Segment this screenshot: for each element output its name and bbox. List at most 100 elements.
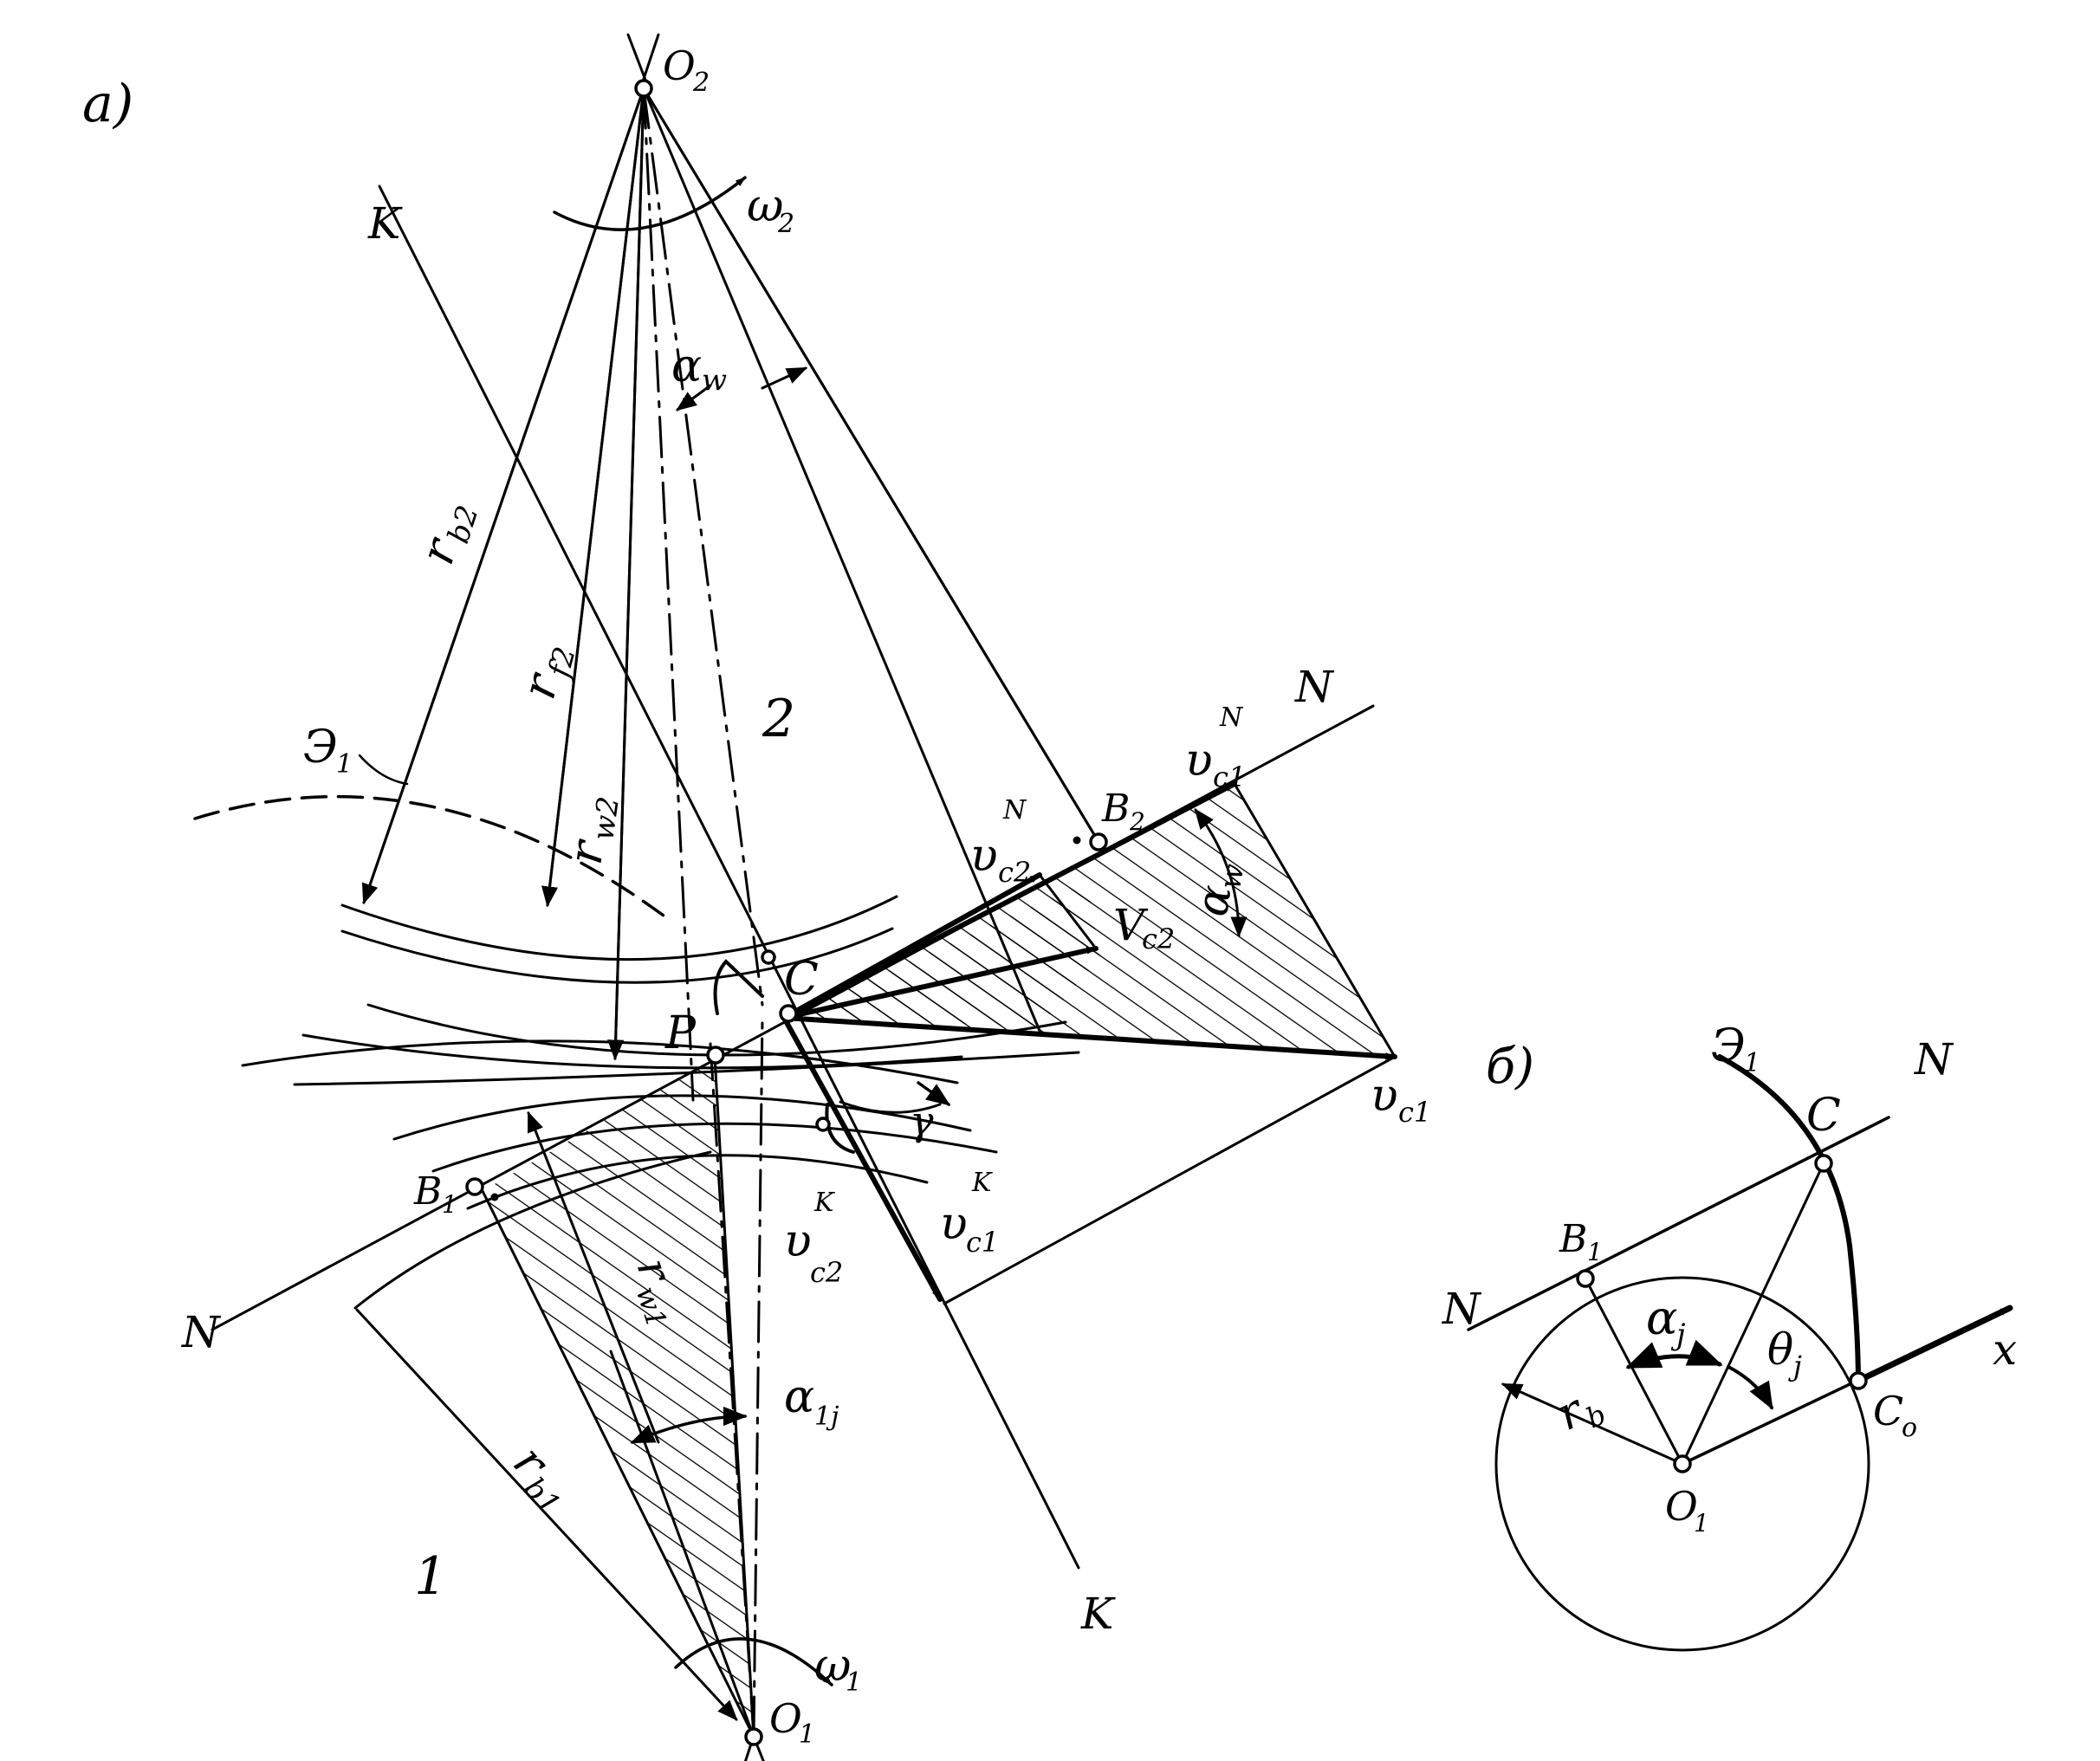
labels-a: а) O 2 O 1 B 1 B 2 C P K K N N ω 2 ω 1 α… [82, 42, 1431, 1750]
label-n-right: N [1294, 662, 1335, 712]
tooth-profile-1 [713, 959, 764, 1015]
label-o2: O [663, 42, 696, 89]
label-e1-b: Э [1711, 1020, 1746, 1072]
point-o1 [744, 1727, 763, 1746]
point-c [779, 1004, 798, 1023]
rb1-dimension [355, 1308, 738, 1721]
panel-a-label: а) [82, 74, 133, 134]
label-c0-b-sub: o [1902, 1413, 1917, 1443]
vc1-projection [943, 1055, 1397, 1305]
panel-b-label: б) [1486, 1039, 1534, 1095]
alpha-w-top-arrow-left [676, 384, 712, 411]
panel-b: б) Э 1 N N C B 1 O 1 C o x α j θ j r b [1442, 1020, 2017, 1652]
alpha-j-arc [1625, 1339, 1723, 1369]
label-omega1: ω [814, 1640, 851, 1692]
point-c-upper [761, 949, 776, 965]
label-o1-b: O [1665, 1483, 1698, 1530]
label-vc2n: υ [970, 830, 998, 882]
tooth-profile-2 [825, 1103, 855, 1154]
point-o2 [634, 79, 653, 98]
label-b1-sub: 1 [442, 1190, 457, 1219]
label-k-top: K [367, 198, 403, 249]
theta-j-arc [1727, 1365, 1773, 1410]
right-angle-dot-b2 [1073, 836, 1081, 845]
label-o1-sub: 1 [799, 1719, 815, 1750]
label-vc1n-sub: c1 [1213, 761, 1246, 793]
involute-e1-b [1717, 1054, 1861, 1387]
point-b1-b [1576, 1269, 1595, 1288]
label-vc1n-sup: N [1219, 702, 1244, 733]
label-b1-b-sub: 1 [1587, 1238, 1603, 1266]
arc-rw2 [366, 1003, 1067, 1057]
label-o1-b-sub: 1 [1694, 1509, 1709, 1538]
label-alpha-w-right-sub: w [1213, 861, 1251, 892]
label-vc2k-sub: c2 [810, 1256, 843, 1289]
label-vc1n: υ [1185, 735, 1213, 787]
point-c-b [1814, 1154, 1833, 1173]
right-angle-dot-b1 [490, 1193, 499, 1201]
o2-top-tick-2 [639, 33, 660, 88]
label-vc1k-sub: c1 [966, 1226, 999, 1259]
omega-1-arc [674, 1637, 833, 1687]
omega-2-arc [553, 176, 747, 231]
rb-arrow [1500, 1382, 1684, 1466]
label-vc2: V [1113, 900, 1149, 950]
label-b2: B [1101, 787, 1130, 831]
arc-gear2-lower [293, 1051, 1080, 1086]
vector-vc2n [781, 872, 1042, 1020]
label-omega2: ω [747, 180, 783, 232]
label-rw2-sub: w2 [586, 794, 626, 843]
radius-o1-c [1681, 1162, 1825, 1466]
arc-rb1 [353, 1150, 712, 1310]
label-alpha-1j: α [784, 1371, 814, 1423]
arc-gear1-1 [241, 1039, 959, 1084]
label-c: C [784, 954, 819, 1006]
vc2-projection [1038, 873, 1098, 950]
point-c-lower [815, 1117, 831, 1132]
involute-e1-dashed [193, 794, 669, 920]
label-omega1-sub: 1 [846, 1667, 862, 1698]
label-alpha-1j-sub: 1j [814, 1402, 839, 1432]
label-vc1k-sup: K [971, 1168, 993, 1198]
label-gear2: 2 [762, 689, 795, 749]
panel-a: а) O 2 O 1 B 1 B 2 C P K K N N ω 2 ω 1 α… [82, 33, 1431, 1761]
point-o1-b [1673, 1454, 1692, 1473]
rf2-arrow [541, 87, 645, 908]
arc-gear1-3 [431, 1122, 998, 1173]
o1-bottom-tick-1 [743, 1739, 754, 1761]
alpha-w-right-arc [1194, 808, 1248, 938]
label-b1: B [413, 1169, 442, 1214]
label-alpha-w-top: α [671, 340, 702, 392]
label-b2-sub: 2 [1129, 807, 1145, 836]
rw1-arrow [527, 1110, 660, 1444]
label-k-bottom: K [1080, 1589, 1116, 1639]
label-n-left: N [181, 1307, 222, 1357]
radius-o1-b1 [1584, 1277, 1684, 1466]
vector-vc2 [781, 946, 1099, 1020]
involute-e1-leader [358, 754, 409, 786]
gamma-tick [917, 1081, 951, 1106]
triangle-side-right [1233, 782, 1397, 1059]
label-alpha-w-top-sub: w [702, 363, 727, 398]
label-rb2-sub: b2 [441, 502, 485, 548]
label-vc2k-sup: K [813, 1188, 835, 1218]
rw2-arrow [607, 87, 645, 1061]
hatched-region-lower [483, 1057, 754, 1737]
base-circle [1494, 1276, 1870, 1652]
labels-b: б) Э 1 N N C B 1 O 1 C o x α j θ j r b [1442, 1020, 2017, 1538]
label-b1-b: B [1559, 1217, 1587, 1261]
vector-vc1 [781, 1015, 1397, 1060]
arc-rb2-1 [340, 895, 898, 961]
label-x-b: x [1993, 1324, 2017, 1375]
point-b1 [465, 1177, 484, 1196]
label-c-b: C [1806, 1090, 1841, 1142]
label-n-right-b: N [1914, 1034, 1954, 1084]
label-gamma: γ [910, 1097, 934, 1144]
label-p: P [664, 1007, 697, 1059]
label-vc2n-sub: c2 [998, 856, 1031, 889]
line-n-n-b [1467, 1116, 1890, 1331]
label-vc1-sub: c1 [1398, 1096, 1431, 1129]
label-gear1: 1 [414, 1546, 447, 1607]
arc-gear1-4 [466, 1154, 929, 1210]
